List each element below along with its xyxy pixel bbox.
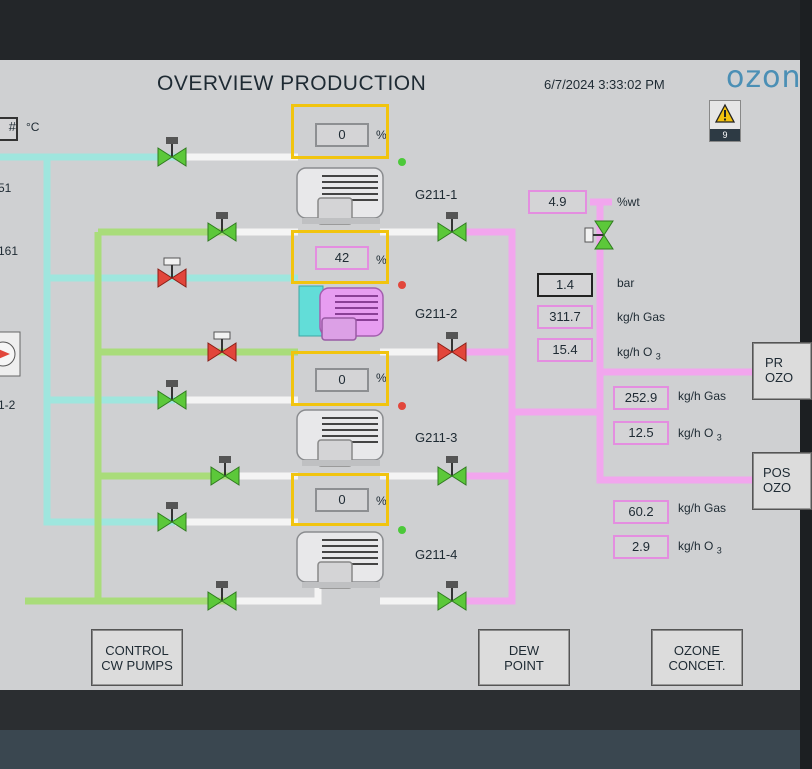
- pressure-value: 1.4: [537, 273, 593, 297]
- highlight-box: [291, 351, 389, 406]
- pump-g211-3[interactable]: [296, 409, 384, 467]
- highlight-box: [291, 230, 389, 284]
- valve-green-3[interactable]: [210, 456, 240, 486]
- valve-cw-1[interactable]: [157, 137, 187, 167]
- concentration-value: 4.9: [528, 190, 587, 214]
- control-cw-pumps-label-2: CW PUMPS: [101, 657, 173, 673]
- pump-2-tag: G211-2: [415, 306, 458, 321]
- monitor-bezel-bottom: [0, 690, 800, 769]
- gas-flow-pre-unit: kg/h Gas: [678, 389, 727, 403]
- valve-green-1[interactable]: [207, 212, 237, 242]
- alarm-indicator[interactable]: 9: [709, 100, 741, 142]
- gas-flow-pre-value: 252.9: [613, 386, 669, 410]
- pressure-unit: bar: [617, 276, 635, 290]
- process-diagram: [0, 137, 752, 611]
- pre-ozonation-label-2: OZO: [765, 370, 794, 385]
- valve-green-4[interactable]: [207, 581, 237, 611]
- pump-4-unit: %: [376, 494, 387, 508]
- o3-flow-total-value: 15.4: [537, 338, 593, 362]
- pump-3-tag: G211-3: [415, 430, 458, 445]
- highlight-box: [291, 473, 389, 526]
- page-title: OVERVIEW PRODUCTION: [157, 72, 427, 95]
- pump-1-tag: G211-1: [415, 187, 458, 202]
- left-label-3: 1-2: [0, 398, 16, 412]
- o3-flow-pre-value: 12.5: [613, 421, 669, 445]
- alarm-count: 9: [710, 129, 740, 141]
- pump-g211-2[interactable]: [298, 285, 384, 341]
- green-pipes: [25, 228, 298, 605]
- o3-flow-pre-unit: kg/h O 3: [678, 426, 722, 443]
- pump-4-tag: G211-4: [415, 547, 458, 562]
- ozone-concentration-button[interactable]: OZONE CONCET.: [651, 629, 743, 686]
- pump-2-status-led: [398, 281, 406, 289]
- post-ozonation-button[interactable]: POS OZO: [752, 452, 812, 510]
- pump-3-unit: %: [376, 371, 387, 385]
- dew-point-label-1: DEW: [508, 642, 540, 658]
- control-cw-pumps-label-1: CONTROL: [105, 642, 169, 658]
- unit-toggle[interactable]: #: [0, 117, 18, 141]
- pump-g211-1[interactable]: [296, 167, 384, 225]
- ozone-concentration-label-2: CONCET.: [668, 657, 726, 673]
- pre-ozonation-label-1: PR: [765, 355, 784, 370]
- valve-cw-4[interactable]: [157, 502, 187, 532]
- gas-flow-total-value: 311.7: [537, 305, 593, 329]
- valve-cw-3[interactable]: [157, 380, 187, 410]
- pump-1-status-led: [398, 158, 406, 166]
- valve-out-1[interactable]: [437, 212, 467, 242]
- highlight-box: [291, 104, 389, 159]
- concentration-unit: %wt: [617, 195, 640, 209]
- ozone-concentration-label-1: OZONE: [673, 642, 721, 658]
- cooling-water-pipes: [0, 153, 298, 526]
- pump-4-status-led: [398, 526, 406, 534]
- gauge-icon: [0, 331, 21, 377]
- pump-g211-4[interactable]: [296, 531, 384, 589]
- valve-out-4[interactable]: [437, 581, 467, 611]
- pump-3-setpoint[interactable]: 0: [315, 368, 369, 392]
- pink-pipes: [460, 198, 752, 605]
- dew-point-label-2: POINT: [504, 657, 544, 673]
- pump-1-setpoint[interactable]: 0: [315, 123, 369, 147]
- valve-cw-2[interactable]: [157, 257, 187, 288]
- valve-sample[interactable]: [584, 220, 614, 250]
- warning-icon: [714, 103, 736, 123]
- temperature-unit: °C: [26, 120, 40, 134]
- gas-flow-total-unit: kg/h Gas: [617, 310, 666, 324]
- o3-flow-post-unit: kg/h O 3: [678, 539, 722, 556]
- brand-logo: ozon: [726, 60, 802, 95]
- post-ozonation-label-1: POS: [763, 465, 791, 480]
- hmi-screen: OVERVIEW PRODUCTION 6/7/2024 3:33:02 PM …: [0, 60, 812, 690]
- valve-out-2[interactable]: [437, 332, 467, 362]
- pump-1-unit: %: [376, 128, 387, 142]
- pump-2-setpoint[interactable]: 42: [315, 246, 369, 270]
- pump-2-unit: %: [376, 253, 387, 267]
- o3-flow-total-unit: kg/h O 3: [617, 345, 661, 362]
- pre-ozonation-button[interactable]: PR OZO: [752, 342, 812, 400]
- bezel-strip: [0, 730, 800, 769]
- gas-flow-post-unit: kg/h Gas: [678, 501, 727, 515]
- pump-3-status-led: [398, 402, 406, 410]
- white-pipes: [175, 153, 440, 605]
- datetime-display: 6/7/2024 3:33:02 PM: [544, 77, 665, 92]
- monitor-bezel-top: [0, 0, 800, 60]
- gas-flow-post-value: 60.2: [613, 500, 669, 524]
- post-ozonation-label-2: OZO: [763, 480, 792, 495]
- valve-out-3[interactable]: [437, 456, 467, 486]
- valve-green-2[interactable]: [207, 331, 237, 362]
- control-cw-pumps-button[interactable]: CONTROL CW PUMPS: [91, 629, 183, 686]
- left-value-2: 161: [0, 244, 19, 258]
- pump-4-setpoint[interactable]: 0: [315, 488, 369, 512]
- o3-flow-post-value: 2.9: [613, 535, 669, 559]
- dew-point-button[interactable]: DEW POINT: [478, 629, 570, 686]
- left-value-1: 51: [0, 181, 12, 195]
